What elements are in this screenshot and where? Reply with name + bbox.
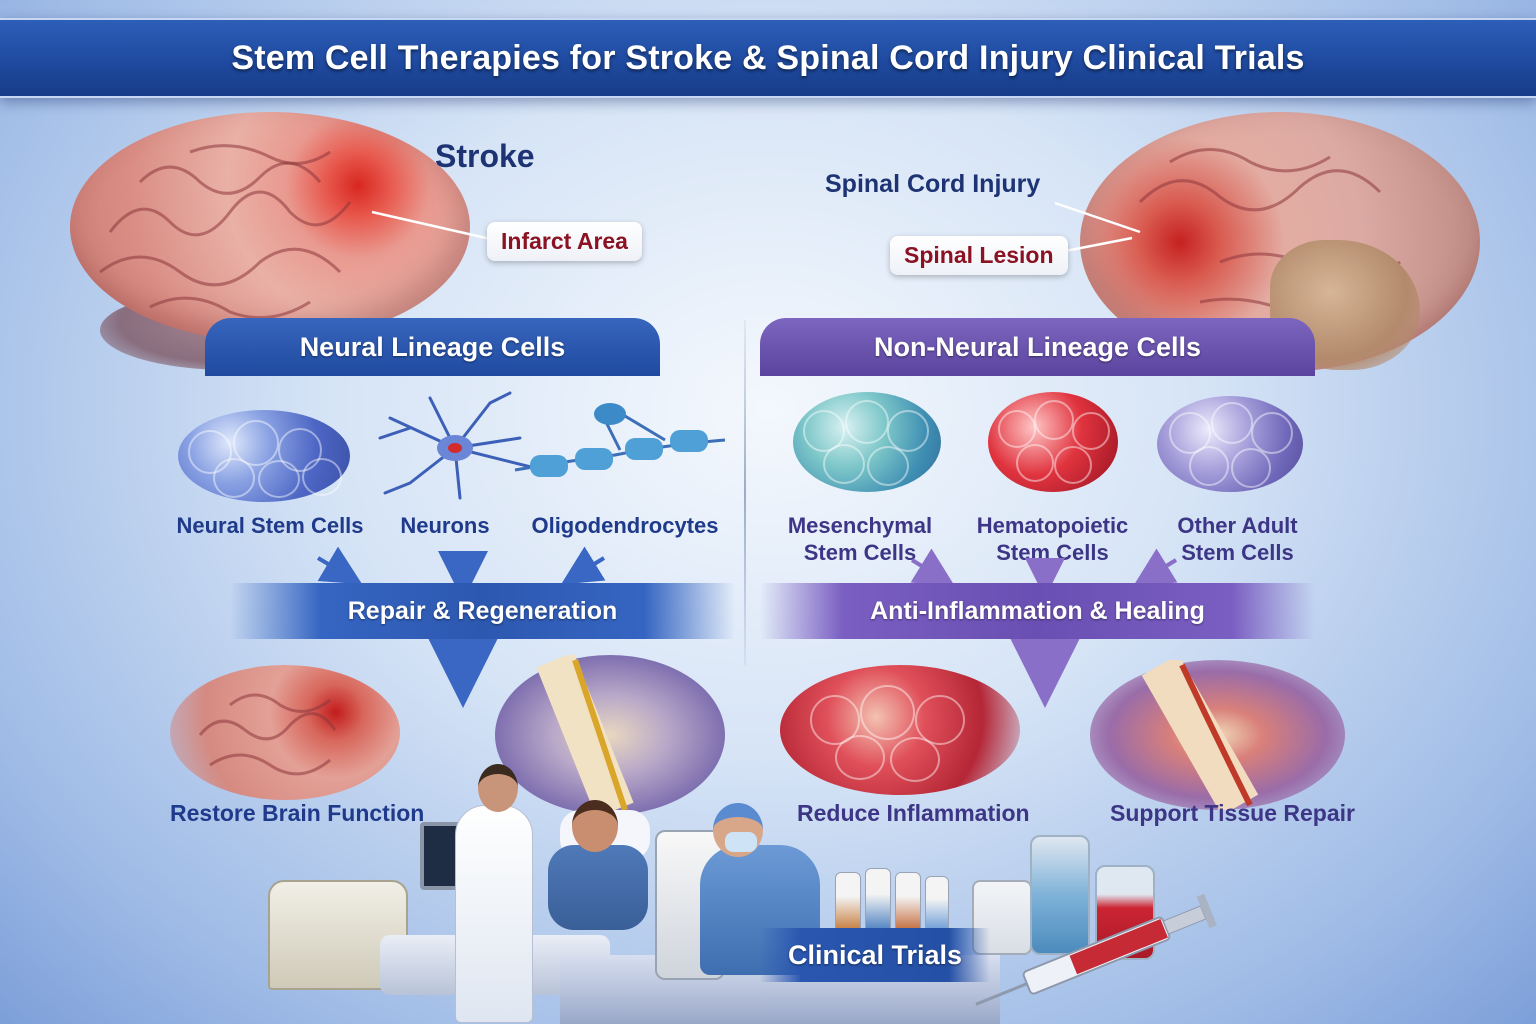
arrow-down-icon — [560, 546, 606, 585]
reduce-inflammation-label: Reduce Inflammation — [797, 800, 1030, 826]
infarct-area-label: Infarct Area — [487, 222, 642, 261]
clinical-trials-label: Clinical Trials — [787, 939, 963, 970]
other-adult-stem-cells-label: Other Adult Stem Cells — [1177, 513, 1298, 565]
restored-brain-illustration — [170, 665, 400, 800]
neural-lineage-header: Neural Lineage Cells — [205, 318, 660, 376]
repair-regeneration-banner: Repair & Regeneration — [230, 583, 735, 639]
syringe-icon — [975, 893, 1217, 1006]
doctor-head-illustration — [478, 764, 518, 812]
support-tissue-repair-label: Support Tissue Repair — [1110, 800, 1355, 826]
stroke-brain-illustration — [70, 112, 470, 342]
clinical-trials-banner: Clinical Trials — [760, 928, 990, 982]
medicine-bottle-icon — [895, 872, 921, 932]
surgical-mask-illustration — [725, 832, 757, 852]
infarct-pointer-line — [371, 210, 496, 242]
arrow-down-icon — [316, 546, 363, 585]
tissue-repair-illustration — [1090, 654, 1345, 816]
stroke-heading: Stroke — [435, 138, 535, 174]
section-divider — [744, 320, 746, 665]
restore-brain-function-label: Restore Brain Function — [170, 800, 425, 826]
sci-pointer-line — [1054, 201, 1141, 234]
medicine-bottle-icon — [835, 872, 861, 932]
oligodendrocyte-illustration — [514, 403, 726, 477]
mesenchymal-stem-cell-cluster — [793, 392, 941, 492]
spinal-cord-repair-illustration — [495, 652, 725, 818]
spinal-lesion-label: Spinal Lesion — [890, 236, 1068, 275]
page-title: Stem Cell Therapies for Stroke & Spinal … — [231, 38, 1305, 77]
neural-stem-cell-cluster — [178, 410, 350, 502]
title-banner: Stem Cell Therapies for Stroke & Spinal … — [0, 18, 1536, 98]
oligodendrocytes-label: Oligodendrocytes — [531, 513, 719, 538]
spinal-cord-graphic — [536, 652, 634, 818]
brain-gyri-pattern — [99, 144, 352, 320]
patient-illustration — [548, 845, 648, 930]
arrow-down-icon — [1132, 548, 1178, 587]
brain-gyri-pattern — [198, 693, 337, 776]
hematopoietic-stem-cell-cluster — [988, 392, 1118, 492]
inflamed-cell-cluster-illustration — [780, 665, 1020, 795]
neural-stem-cells-label: Neural Stem Cells — [176, 513, 364, 538]
mesenchymal-stem-cells-label: Mesenchymal Stem Cells — [787, 513, 933, 565]
anti-inflammation-healing-banner: Anti-Inflammation & Healing — [760, 583, 1315, 639]
neurons-label: Neurons — [400, 513, 490, 538]
other-adult-stem-cell-cluster — [1157, 396, 1303, 492]
medicine-bottle-icon — [865, 868, 891, 932]
doctor-illustration — [455, 805, 533, 1023]
blue-vial-icon — [1030, 835, 1090, 955]
arrow-down-icon — [910, 548, 956, 587]
neuron-illustration — [378, 391, 537, 500]
spinal-cord-injury-heading: Spinal Cord Injury — [825, 170, 1041, 198]
spinal-cord-graphic — [1141, 654, 1259, 816]
patient-head-illustration — [572, 800, 618, 852]
medicine-bottle-icon — [925, 876, 949, 932]
non-neural-lineage-header: Non-Neural Lineage Cells — [760, 318, 1315, 376]
